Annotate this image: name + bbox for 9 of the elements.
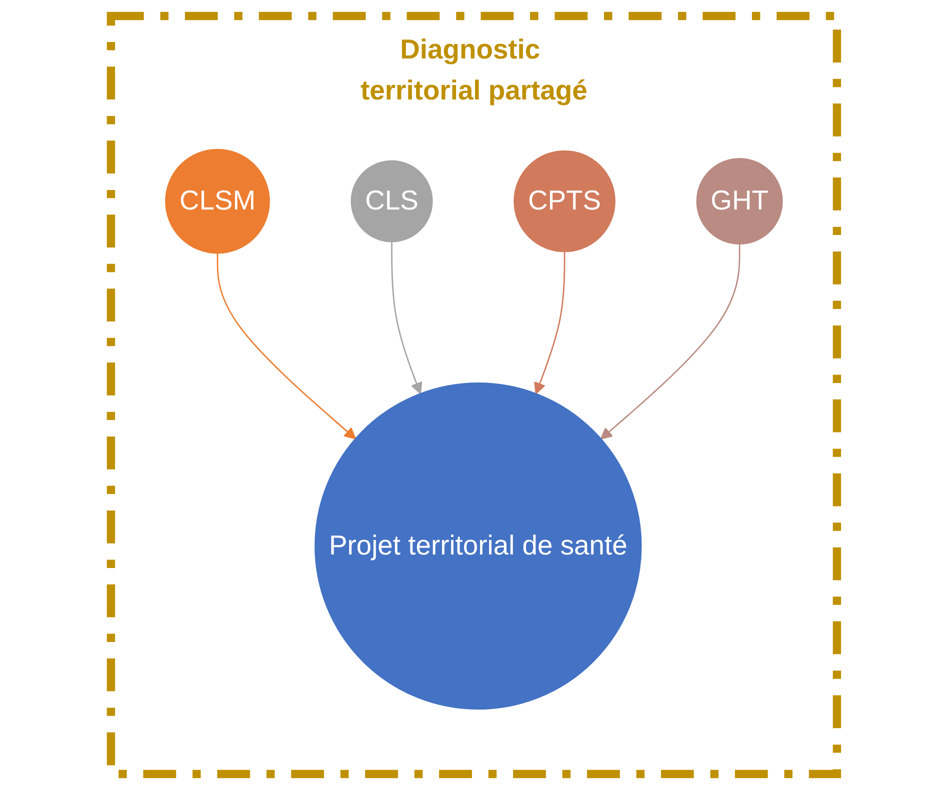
node-circle: GHT [696,157,783,244]
node-circle: Projet territorial de santé [314,382,642,710]
arrow [216,252,356,439]
arrow [600,243,740,440]
node-circle: CLS [350,160,433,242]
arrow [391,241,422,394]
node-circle: CLSM [165,148,270,254]
arrow [534,251,566,394]
node-circle: CPTS [514,150,616,252]
